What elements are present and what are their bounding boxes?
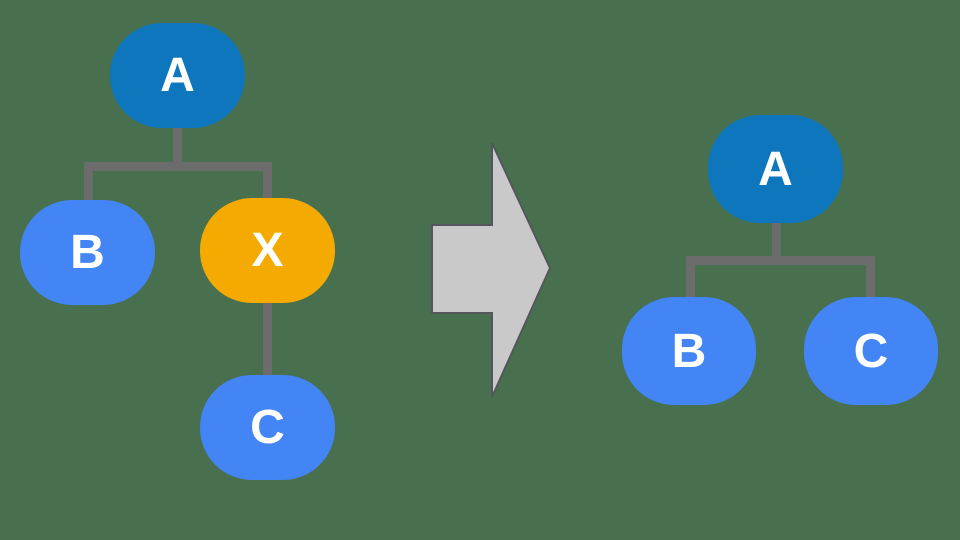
left-tree-node-x: X (200, 198, 335, 303)
left-tree-node-a: A (110, 23, 245, 128)
left-edge-drop-b (84, 162, 93, 207)
right-edge-drop-c (866, 256, 875, 301)
right-node-a-label: A (758, 142, 793, 196)
right-node-b-label: B (671, 324, 707, 378)
left-edge-horizontal-bar (84, 162, 272, 171)
left-edge-x-to-c (263, 300, 272, 380)
right-edge-horizontal-bar (686, 256, 875, 265)
left-node-a-label: A (160, 49, 195, 102)
left-node-c-label: C (250, 401, 285, 454)
right-tree-node-b: B (622, 297, 756, 405)
left-edge-a-stem (173, 125, 182, 170)
left-tree-node-b: B (20, 200, 155, 305)
left-node-x-label: X (251, 224, 284, 277)
right-tree-node-c: C (804, 297, 938, 405)
left-tree-node-c: C (200, 375, 335, 480)
right-tree-node-a: A (708, 115, 843, 223)
left-edge-drop-x (263, 162, 272, 204)
right-node-c-label: C (853, 324, 889, 378)
right-edge-drop-b (686, 256, 695, 301)
right-edge-a-stem (772, 220, 781, 262)
left-node-b-label: B (70, 226, 105, 279)
block-arrow-right-icon (431, 142, 552, 398)
